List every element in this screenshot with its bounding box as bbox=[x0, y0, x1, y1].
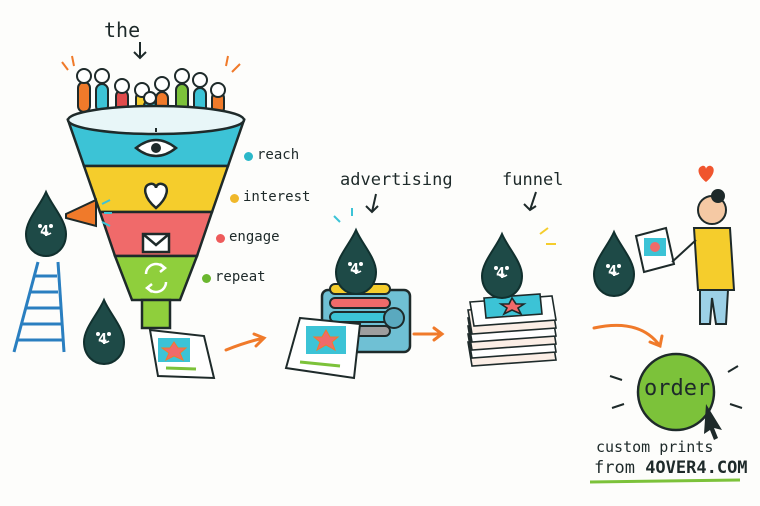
engage-dot bbox=[216, 234, 225, 243]
megaphone-icon bbox=[65, 198, 112, 228]
advertising-pointer-arrow bbox=[365, 193, 379, 214]
print-sheet bbox=[148, 328, 216, 380]
printing-press bbox=[284, 283, 412, 380]
eye-icon bbox=[133, 128, 179, 158]
heart-love-icon bbox=[698, 165, 714, 182]
cta-line-1: custom prints bbox=[596, 438, 714, 456]
stage-label-reach: reach bbox=[257, 147, 300, 163]
cta-from-text: from bbox=[594, 458, 646, 478]
caption-funnel: funnel bbox=[502, 170, 564, 190]
funnel-pointer-arrow bbox=[523, 191, 537, 212]
flow-arrow-3 bbox=[592, 323, 664, 349]
order-button[interactable]: order bbox=[644, 376, 711, 401]
ladder bbox=[12, 261, 66, 353]
mascot-badge-4: 4 bbox=[496, 264, 506, 282]
cta-line-2: from 4OVER4.COM bbox=[594, 458, 748, 478]
caption-the: the bbox=[104, 18, 141, 42]
delivered-print bbox=[634, 226, 676, 274]
flow-arrow-2 bbox=[412, 326, 445, 342]
funnel-band-repeat bbox=[113, 254, 199, 302]
press-sparks bbox=[333, 208, 353, 223]
stage-label-engage: engage bbox=[229, 229, 280, 245]
cta-brand-link[interactable]: 4OVER4.COM bbox=[645, 458, 748, 478]
mascot-badge-5: 4 bbox=[608, 262, 618, 280]
heart-icon bbox=[143, 182, 169, 210]
customer-person bbox=[671, 189, 736, 325]
paper-stack bbox=[467, 293, 557, 367]
stage-label-repeat: repeat bbox=[215, 269, 266, 285]
stage-label-interest: interest bbox=[243, 189, 311, 205]
mascot-badge-3: 4 bbox=[350, 260, 360, 278]
flow-arrow-1 bbox=[224, 332, 267, 352]
recycle-icon bbox=[144, 262, 168, 294]
the-pointer-arrow bbox=[133, 42, 147, 60]
repeat-dot bbox=[202, 274, 211, 283]
order-button-disc bbox=[636, 352, 716, 432]
stack-sparks bbox=[539, 227, 556, 245]
envelope-icon bbox=[141, 232, 171, 254]
caption-advertising: advertising bbox=[340, 170, 453, 190]
mascot-badge-1: 4 bbox=[40, 222, 50, 240]
order-sparks bbox=[609, 365, 743, 409]
interest-dot bbox=[230, 194, 239, 203]
mascot-badge-2: 4 bbox=[98, 330, 108, 348]
cta-underline bbox=[589, 478, 741, 484]
reach-dot bbox=[244, 152, 253, 161]
cursor-icon bbox=[704, 404, 722, 440]
